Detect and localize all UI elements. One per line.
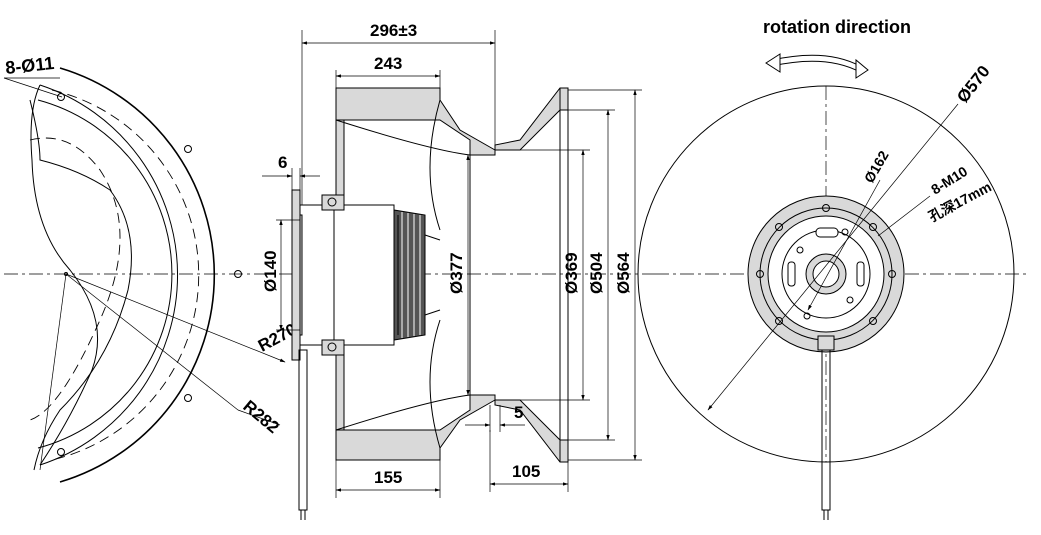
ring-dia-504-label: Ø504 [587,252,606,294]
ring-dia-369-label: Ø369 [562,252,581,294]
depth-105-label: 105 [512,462,540,481]
inlet-dia-label: Ø377 [447,252,466,294]
left-half-view [3,67,292,483]
depth-155-label: 155 [374,468,402,487]
holes-label: 8-Ø11 [4,53,55,78]
hub-dia-label: Ø162 [861,148,892,186]
housing-depth-label: 243 [374,54,402,73]
outer-dia-label: Ø570 [953,62,994,106]
overall-depth-label: 296±3 [370,21,417,40]
motor-fins [397,212,421,338]
gap-5-label: 5 [514,403,523,422]
motor-dia-label: Ø140 [261,250,280,292]
side-section-view [262,30,655,520]
front-view [637,53,1030,520]
ring-dia-564-label: Ø564 [614,252,633,294]
r282-label: R282 [239,397,282,438]
rotation-direction-label: rotation direction [763,17,911,37]
flange-thickness-label: 6 [278,153,287,172]
